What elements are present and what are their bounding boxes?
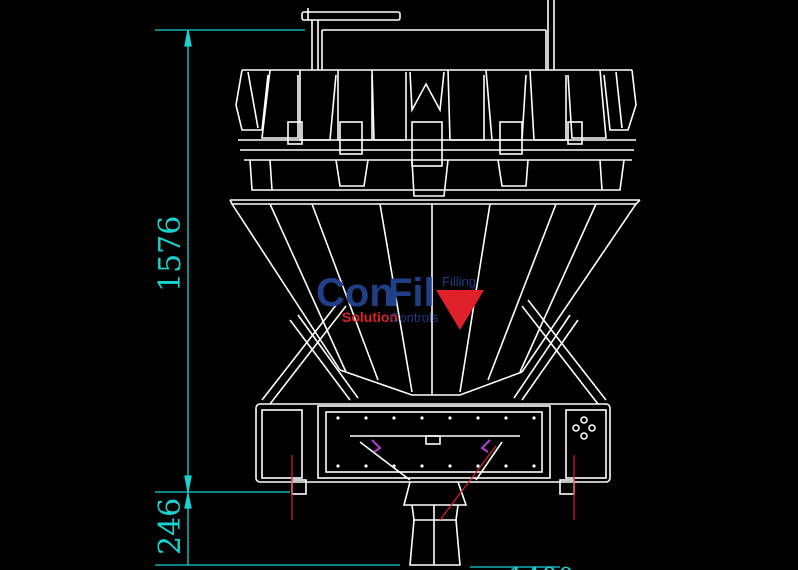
top-supports <box>301 0 555 70</box>
logo-brand-fil: Fil <box>388 271 435 315</box>
bolt-dots <box>336 416 536 468</box>
purple-guides <box>371 439 491 453</box>
base-dimension-label: 246 <box>153 498 188 555</box>
discharge-chute <box>402 481 468 566</box>
height-dimension-label: 1576 <box>153 216 188 292</box>
logo-red-triangle-icon <box>436 290 484 330</box>
logo-tagline-left: Solution <box>342 309 398 325</box>
frame-legs <box>261 299 607 405</box>
red-centerlines <box>291 445 575 521</box>
hopper-mid-band <box>238 121 636 197</box>
logo-filling-text: Filling <box>442 274 476 289</box>
bottom-dimension-label: 1400 <box>508 563 574 570</box>
logo-tagline-right: Controls <box>390 310 439 325</box>
weigh-hoppers-top <box>235 69 637 141</box>
dimension-lines <box>155 29 560 568</box>
logo-brand-con: Con <box>316 271 394 315</box>
weigher-machine <box>229 0 641 566</box>
base-frame <box>255 403 611 495</box>
confil-logo: Con Fil Filling Solution Controls <box>316 271 484 330</box>
